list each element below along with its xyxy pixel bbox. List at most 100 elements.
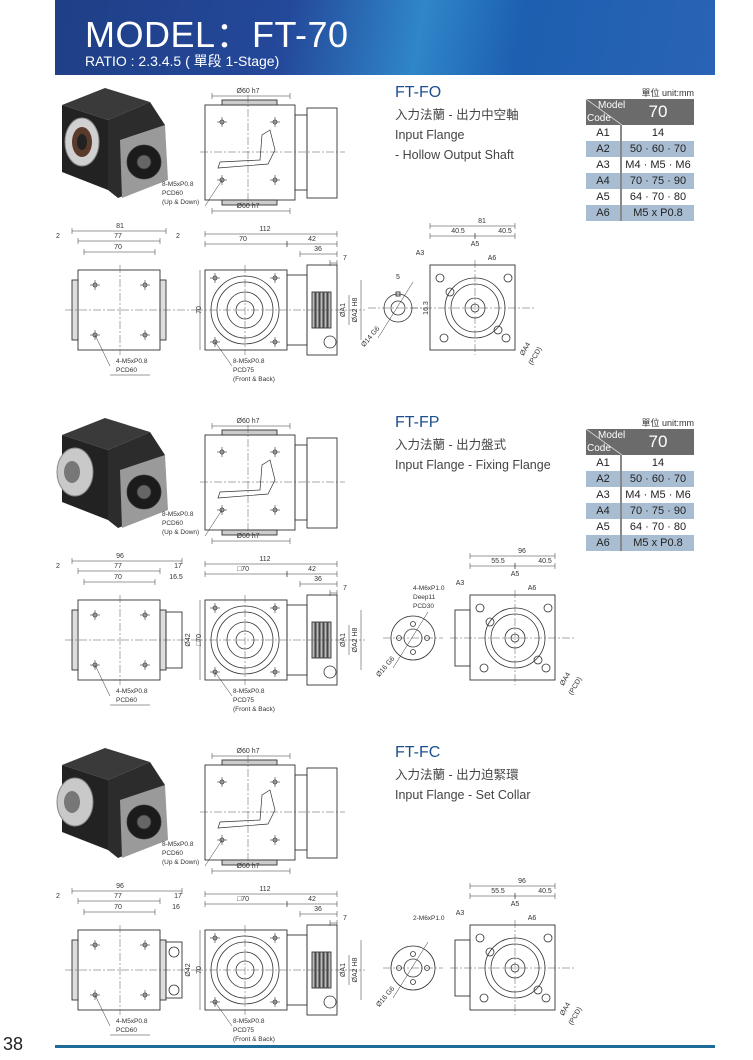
code-cell: A5 bbox=[586, 519, 622, 535]
value-cell: 70 · 75 · 90 bbox=[629, 175, 687, 187]
description-line: 入力法蘭 - 出力迫緊環 bbox=[395, 768, 519, 782]
dim-label-top-note1: 8-M5xP0.8 bbox=[162, 841, 194, 848]
series-code: FT-FP bbox=[395, 414, 440, 431]
dim-label-top-note3: (Up & Down) bbox=[162, 529, 199, 536]
description-line: Input Flange bbox=[395, 128, 465, 142]
dim-label-front-note3: (Front & Back) bbox=[233, 1036, 275, 1043]
table-header: Model Code 70 bbox=[586, 99, 694, 125]
shaft-detail-drawing bbox=[383, 611, 443, 669]
dim-label-front-note1: 8-M5xP0.8 bbox=[233, 358, 265, 365]
value-cell: 70 · 75 · 90 bbox=[629, 505, 687, 517]
end-view-drawing bbox=[410, 223, 535, 355]
product-photo bbox=[56, 748, 168, 858]
dim-label-side-note1: 4-M5xP0.8 bbox=[116, 688, 148, 695]
dim-label-front-36: 36 bbox=[314, 576, 322, 583]
front-view-drawing bbox=[195, 891, 365, 1027]
code-header: Code bbox=[587, 443, 611, 454]
description-line: Input Flange - Set Collar bbox=[395, 788, 531, 802]
value-cell: 50 · 60 · 70 bbox=[629, 473, 687, 485]
dim-label-front-h: 70 bbox=[196, 306, 203, 314]
dim-label-top-note1: 8-M5xP0.8 bbox=[162, 181, 194, 188]
model-header: Model bbox=[598, 100, 626, 111]
ratio-subtitle: RATIO : 2.3.4.5 ( 單段 1-Stage) bbox=[85, 53, 280, 69]
unit-label: 單位 unit:mm bbox=[641, 418, 694, 428]
dim-label-front-70: □70 bbox=[237, 566, 249, 573]
code-cell: A3 bbox=[586, 157, 622, 173]
code-cell: A4 bbox=[586, 173, 622, 189]
dim-label-end-a5: A5 bbox=[511, 901, 520, 908]
diagonal-divider bbox=[586, 429, 622, 455]
dim-label-front-42: 42 bbox=[308, 236, 316, 243]
dim-label-end-right: 40.5 bbox=[538, 558, 552, 565]
dim-label-front-a2: ØA2 H8 bbox=[352, 627, 359, 652]
dim-label-front-a1: ØA1 bbox=[340, 633, 347, 647]
dim-label-front-h: □70 bbox=[196, 634, 203, 646]
dim-label-side-left: 2 bbox=[56, 563, 60, 570]
dim-label-end-total: 96 bbox=[518, 878, 526, 885]
dim-label-end-a5: A5 bbox=[511, 571, 520, 578]
dim-label-front-42: 42 bbox=[308, 566, 316, 573]
value-cell: 14 bbox=[651, 127, 665, 139]
dim-label-front-70: □70 bbox=[237, 896, 249, 903]
dim-label-top-note2: PCD60 bbox=[162, 850, 183, 857]
dim-label-front-36: 36 bbox=[314, 246, 322, 253]
dim-label-side-mid: 77 bbox=[114, 233, 122, 240]
dim-label-side-note2: PCD60 bbox=[116, 367, 137, 374]
dim-label-end-a3: A3 bbox=[456, 910, 465, 917]
dim-label-front-a2: ØA2 H8 bbox=[352, 957, 359, 982]
dim-label-end-a5: A5 bbox=[471, 241, 480, 248]
dim-label-front-7: 7 bbox=[343, 585, 347, 592]
dim-label-side-mid: 77 bbox=[114, 893, 122, 900]
code-cell: A3 bbox=[586, 487, 622, 503]
dim-label-front-note2: PCD75 bbox=[233, 697, 254, 704]
side-view-drawing bbox=[65, 228, 195, 376]
side-view-drawing bbox=[65, 888, 195, 1036]
table-row: A6 M5 x P0.8 bbox=[586, 205, 694, 221]
top-view-drawing bbox=[200, 93, 345, 214]
description-line: 入力法蘭 - 出力中空軸 bbox=[395, 108, 519, 122]
dim-label-side-note2: PCD60 bbox=[116, 697, 137, 704]
dim-label-shaft-h: 16.3 bbox=[423, 301, 430, 315]
header-banner: MODEL：FT-70 RATIO : 2.3.4.5 ( 單段 1-Stage… bbox=[55, 0, 715, 75]
dim-label-end-a6: A6 bbox=[488, 255, 497, 262]
dim-label-top-dia-top: Ø60 h7 bbox=[237, 88, 260, 95]
dim-label-side-total: 96 bbox=[116, 883, 124, 890]
front-view-drawing bbox=[195, 231, 365, 367]
dim-label-end-left: 40.5 bbox=[451, 228, 465, 235]
dim-label-front-a2: ØA2 H8 bbox=[352, 297, 359, 322]
dim-label-side-ext: 16.5 bbox=[169, 574, 183, 581]
dim-label-front-36: 36 bbox=[314, 906, 322, 913]
dim-label-top-dia-top: Ø60 h7 bbox=[237, 748, 260, 755]
dim-label-end-a4: ØA4 bbox=[519, 341, 532, 357]
dim-label-side-inner: 70 bbox=[114, 574, 122, 581]
footer-line bbox=[55, 1045, 715, 1048]
value-cell: M5 x P0.8 bbox=[633, 207, 683, 219]
dim-label-front-7: 7 bbox=[343, 915, 347, 922]
dim-label-shaft-note3: PCD30 bbox=[413, 603, 434, 610]
top-view-drawing bbox=[200, 423, 345, 544]
dim-label-front-total: 112 bbox=[259, 226, 270, 233]
dim-label-front-a1: ØA1 bbox=[340, 303, 347, 317]
dim-label-end-a4: ØA4 bbox=[559, 1001, 572, 1017]
page-number: 38 bbox=[3, 1034, 24, 1054]
value-cell: M5 x P0.8 bbox=[633, 537, 683, 549]
dim-label-end-pcd: (PCD) bbox=[568, 676, 584, 696]
code-cell: A6 bbox=[586, 205, 622, 221]
code-cell: A1 bbox=[586, 455, 622, 471]
dim-label-front-70: 70 bbox=[239, 236, 247, 243]
dim-label-end-a3: A3 bbox=[416, 250, 425, 257]
dim-label-end-a6: A6 bbox=[528, 585, 537, 592]
dim-label-side-total: 81 bbox=[116, 223, 124, 230]
dim-label-side-total: 96 bbox=[116, 553, 124, 560]
dim-label-end-left: 55.5 bbox=[491, 888, 505, 895]
